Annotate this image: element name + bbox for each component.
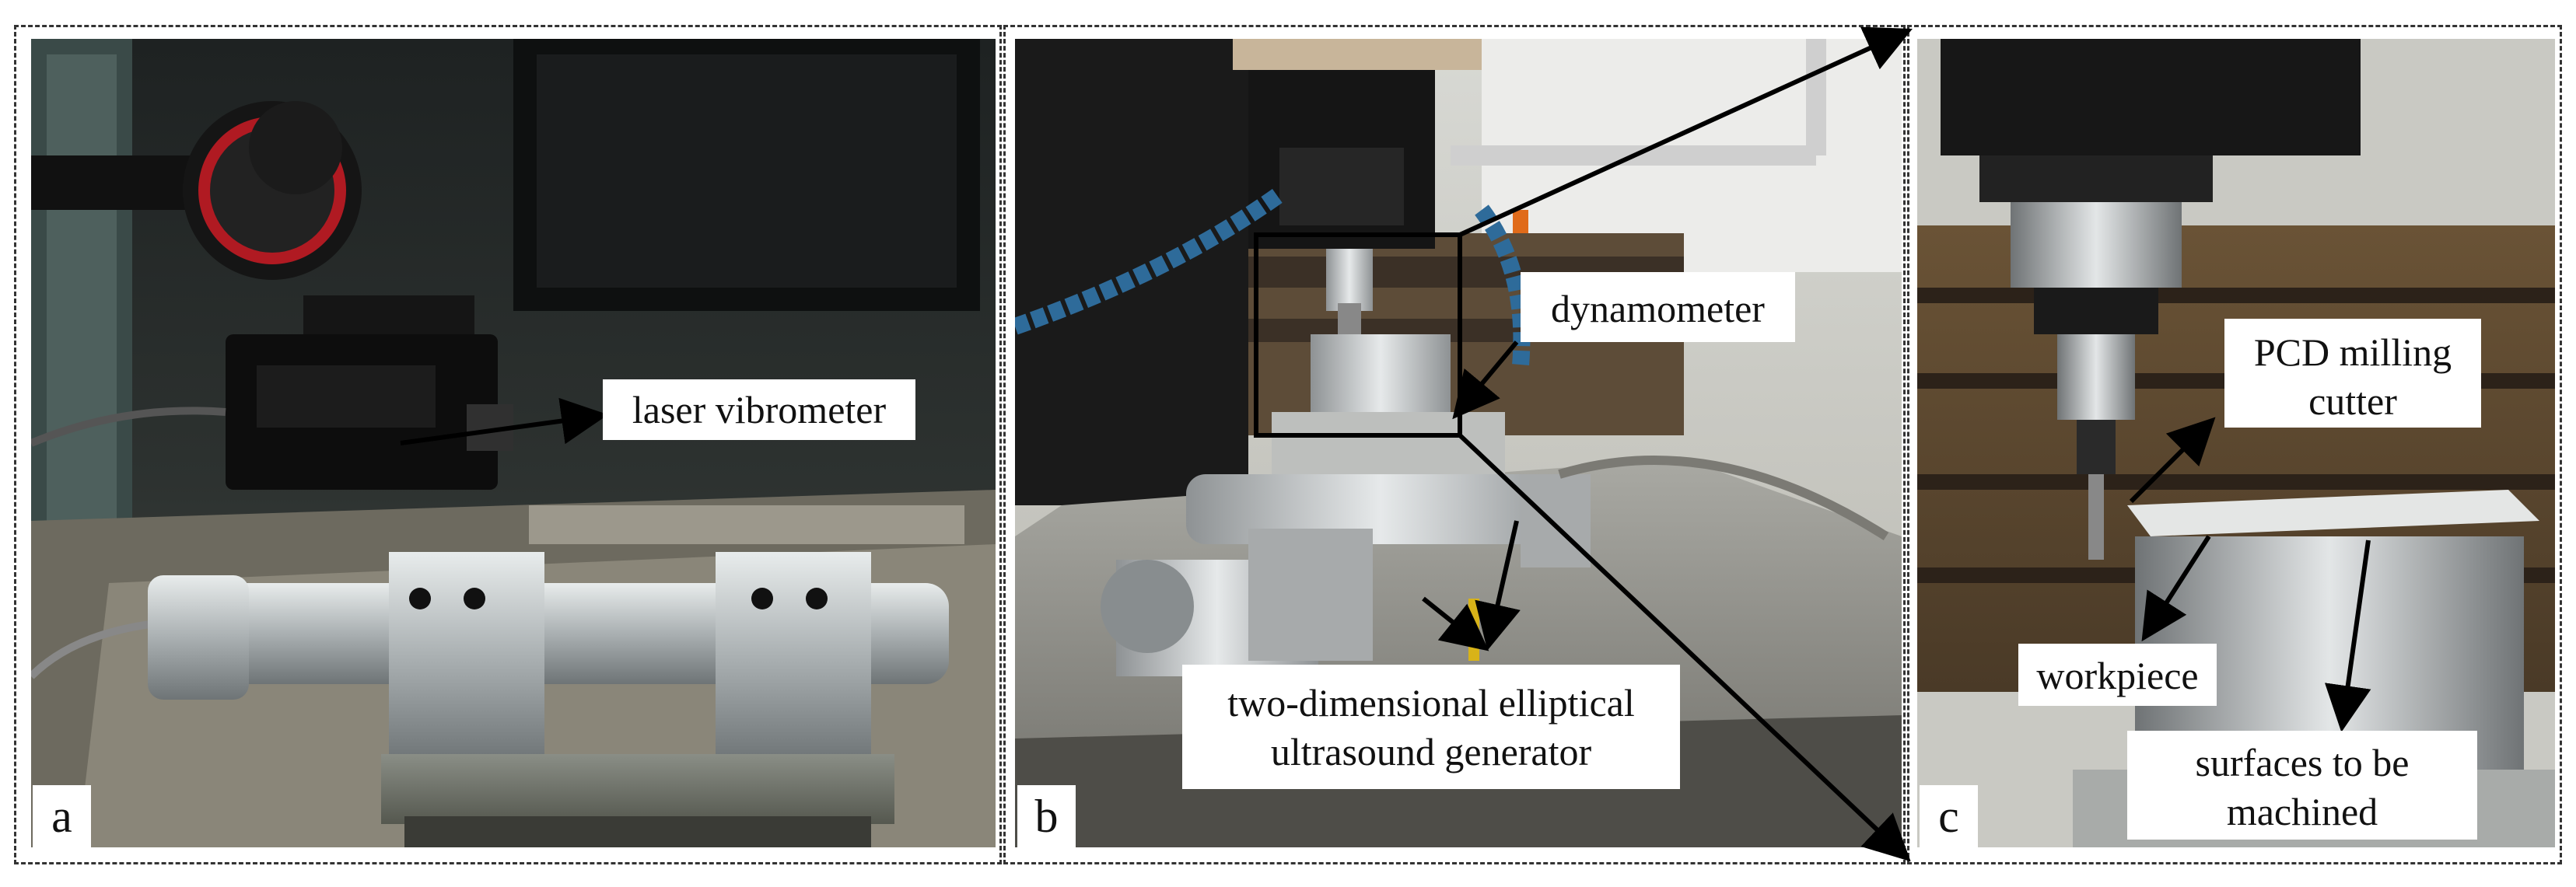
panel-c-frame — [1907, 25, 2562, 864]
panel-a-frame — [14, 25, 1002, 864]
label-pcd-line2: cutter — [2308, 379, 2397, 423]
label-dynamometer: dynamometer — [1521, 272, 1795, 342]
label-pcd-line1: PCD milling — [2253, 330, 2452, 374]
panel-letter-c: c — [1920, 785, 1978, 849]
panel-letter-b: b — [1017, 785, 1076, 849]
panel-a-photo — [31, 39, 996, 847]
label-generator: two-dimensional elliptical ultrasound ge… — [1182, 665, 1680, 789]
label-surfaces-line2: machined — [2226, 789, 2378, 833]
panel-c-photo — [1917, 39, 2555, 847]
label-pcd-milling-cutter: PCD milling cutter — [2224, 319, 2481, 428]
label-generator-line2: ultrasound generator — [1270, 729, 1592, 774]
panel-letter-a: a — [33, 785, 91, 849]
label-generator-line1: two-dimensional elliptical — [1227, 681, 1635, 725]
label-surfaces-line1: surfaces to be — [2195, 741, 2410, 784]
label-workpiece: workpiece — [2018, 644, 2217, 706]
label-surfaces-to-be-machined: surfaces to be machined — [2127, 731, 2477, 840]
label-laser-vibrometer: laser vibrometer — [603, 379, 915, 440]
